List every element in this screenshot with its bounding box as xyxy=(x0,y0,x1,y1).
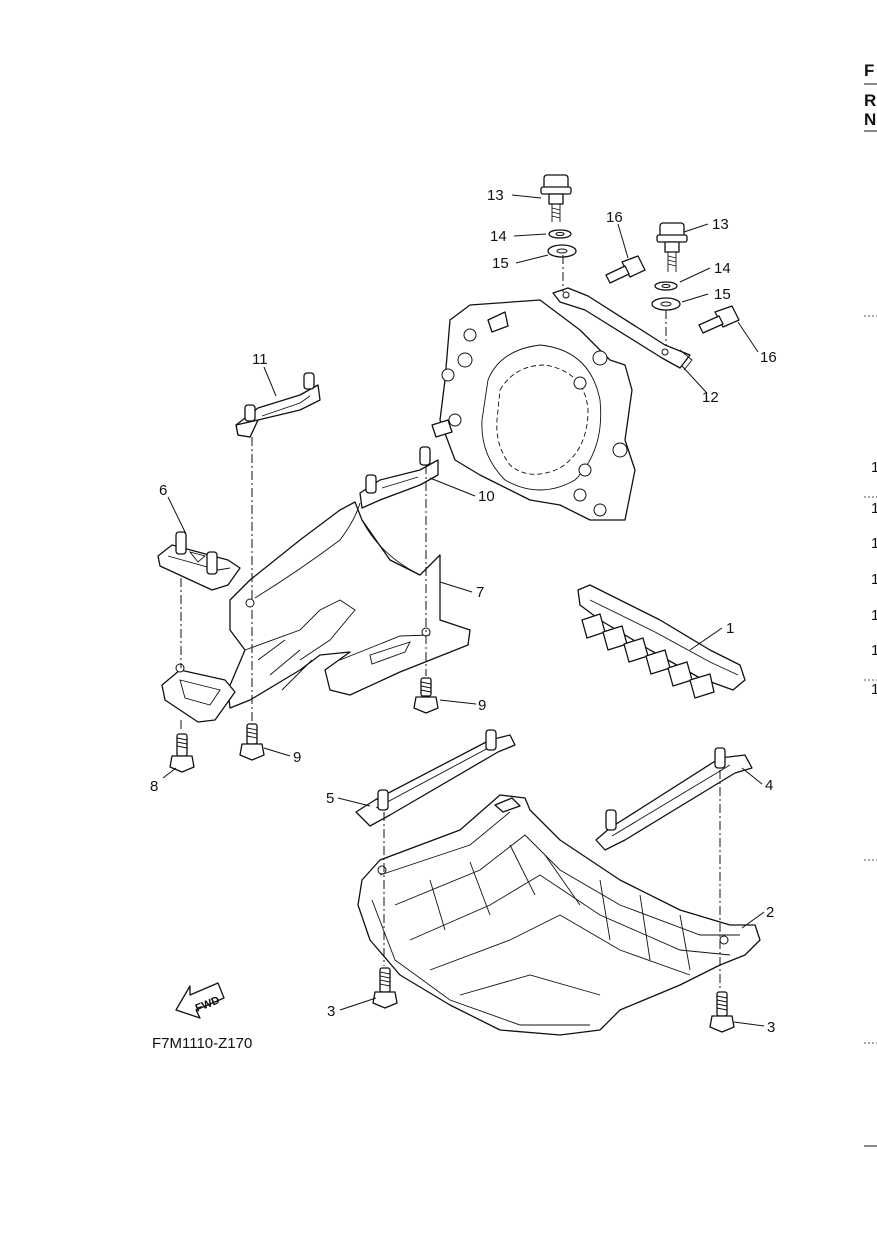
lower-frame-2 xyxy=(357,794,761,1036)
callout-3-right: 3 xyxy=(767,1019,775,1036)
bolt-16-upper xyxy=(605,255,646,284)
margin-row-number-1: 1 xyxy=(871,459,877,476)
engine-mount-flange xyxy=(431,299,636,521)
mount-block xyxy=(161,663,236,723)
mount-plate-10 xyxy=(359,446,439,509)
margin-row-number-4: 1 xyxy=(871,571,877,588)
washer-14-left xyxy=(548,229,572,239)
callout-3-left: 3 xyxy=(327,1003,335,1020)
bolt-8 xyxy=(169,733,195,773)
callout-12: 12 xyxy=(702,389,719,406)
callout-13-left: 13 xyxy=(487,187,504,204)
callout-13-right: 13 xyxy=(712,216,729,233)
mount-plate-11 xyxy=(235,372,321,438)
callout-14-right: 14 xyxy=(714,260,731,277)
rubber-strip-1 xyxy=(577,584,746,699)
callouts: 13 14 15 16 13 14 15 16 12 11 10 6 7 1 9… xyxy=(150,187,777,1036)
callout-2: 2 xyxy=(766,904,774,921)
bolt-16-lower xyxy=(698,305,740,334)
diagram-code: F7M1110-Z170 xyxy=(152,1035,252,1052)
margin-header-letter-1: F xyxy=(864,61,874,80)
bolt-13-right xyxy=(656,222,688,272)
callout-8: 8 xyxy=(150,778,158,795)
fwd-arrow-icon: FWD xyxy=(175,982,225,1019)
callout-16-upper: 16 xyxy=(606,209,623,226)
margin-row-number-7: 1 xyxy=(871,681,877,698)
callout-16-lower: 16 xyxy=(760,349,777,366)
rail-plate-4 xyxy=(595,747,753,851)
margin-header-letter-2: R xyxy=(864,91,876,110)
callout-6: 6 xyxy=(159,482,167,499)
callout-14-left: 14 xyxy=(490,228,507,245)
lower-cowl-7 xyxy=(227,501,471,709)
bracket-strap-12 xyxy=(552,287,693,371)
margin-row-number-3: 1 xyxy=(871,535,877,552)
callout-5: 5 xyxy=(326,790,334,807)
rail-plate-5 xyxy=(355,729,516,827)
callout-10: 10 xyxy=(478,488,495,505)
mount-pad-6 xyxy=(157,531,241,591)
washer-15-left xyxy=(547,244,577,258)
callout-11: 11 xyxy=(252,351,268,368)
margin-header-letter-3: N xyxy=(864,110,876,129)
callout-15-right: 15 xyxy=(714,286,731,303)
washer-15-right xyxy=(651,297,681,311)
callout-15-left: 15 xyxy=(492,255,509,272)
margin-row-number-5: 1 xyxy=(871,607,877,624)
leader-lines xyxy=(162,194,765,1027)
callout-9-upper: 9 xyxy=(478,697,486,714)
margin-row-number-2: 1 xyxy=(871,500,877,517)
washer-14-right xyxy=(654,281,678,291)
margin-row-number-6: 1 xyxy=(871,642,877,659)
alignment-lines xyxy=(180,437,721,990)
bolt-9-lower xyxy=(239,723,265,761)
bolt-3-right xyxy=(709,991,735,1033)
callout-9-lower: 9 xyxy=(293,749,301,766)
bolt-9-upper xyxy=(413,677,439,714)
bolt-13-left xyxy=(540,174,572,222)
callout-7: 7 xyxy=(476,584,484,601)
right-margin: F R N 1 1 1 1 1 1 1 xyxy=(864,61,877,1147)
callout-4: 4 xyxy=(765,777,773,794)
bolt-3-left xyxy=(372,967,398,1009)
callout-1: 1 xyxy=(726,620,734,637)
